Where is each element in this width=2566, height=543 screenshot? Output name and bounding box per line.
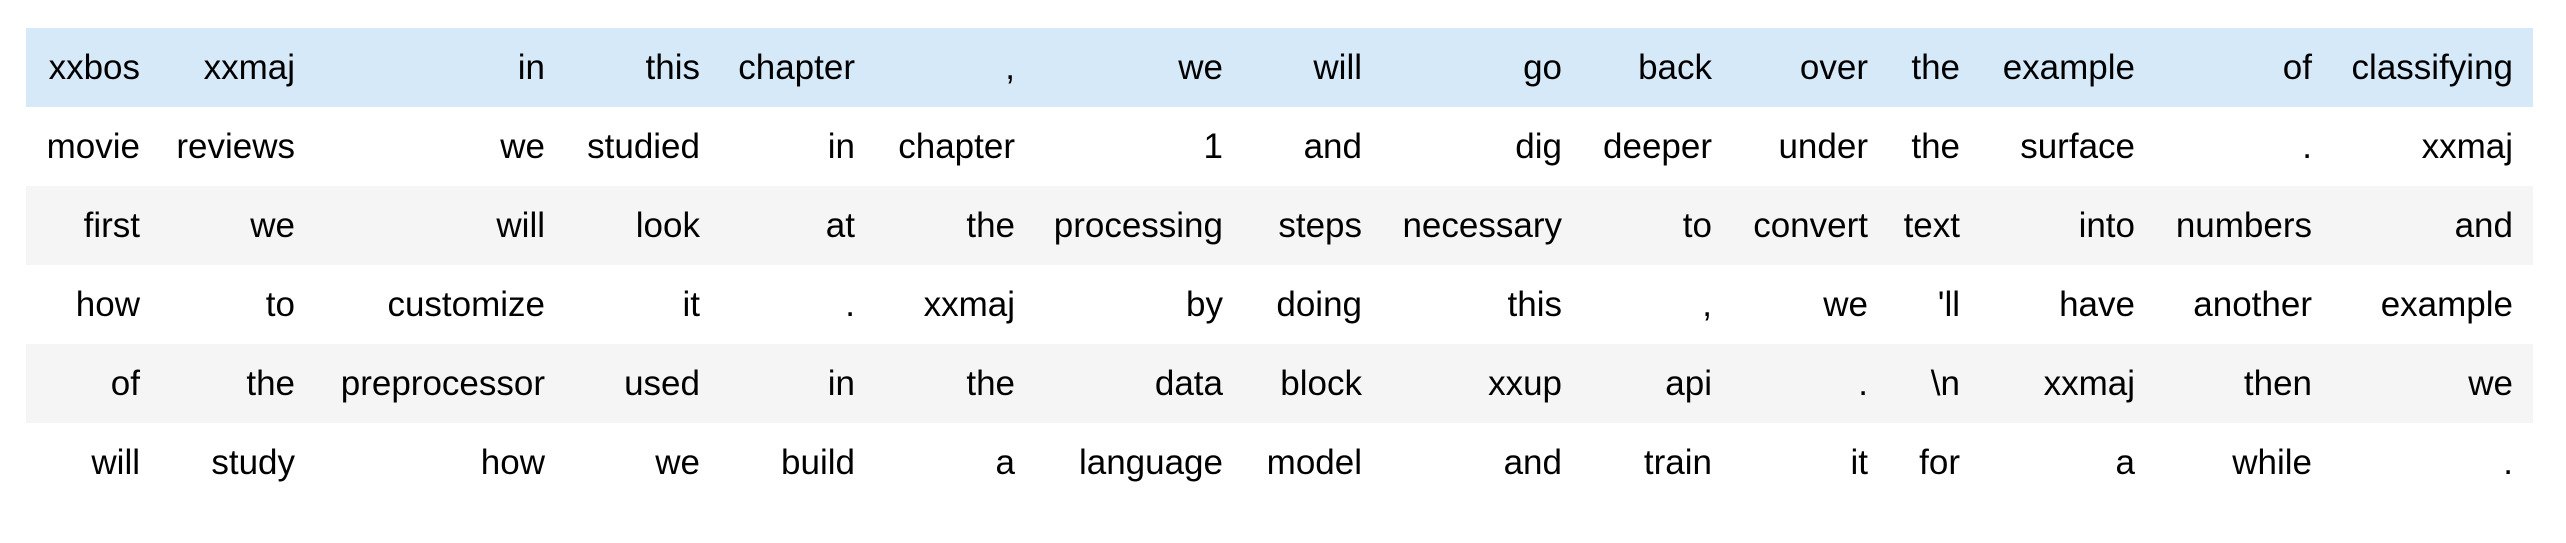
token-cell: how xyxy=(315,423,565,502)
token-cell: will xyxy=(26,423,160,502)
token-cell: text xyxy=(1888,186,1980,265)
token-cell: and xyxy=(2332,186,2533,265)
token-cell: language xyxy=(1035,423,1243,502)
token-cell: study xyxy=(160,423,315,502)
token-cell: and xyxy=(1243,107,1382,186)
token-cell: xxmaj xyxy=(875,265,1035,344)
token-cell: we xyxy=(160,186,315,265)
token-cell: doing xyxy=(1243,265,1382,344)
token-cell: \n xyxy=(1888,344,1980,423)
token-cell: chapter xyxy=(875,107,1035,186)
token-cell: deeper xyxy=(1582,107,1732,186)
token-cell: , xyxy=(1582,265,1732,344)
token-cell: and xyxy=(1382,423,1582,502)
token-cell: used xyxy=(565,344,720,423)
token-cell: another xyxy=(2155,265,2332,344)
token-cell: api xyxy=(1582,344,1732,423)
token-cell: into xyxy=(1980,186,2155,265)
token-cell: have xyxy=(1980,265,2155,344)
token-cell: a xyxy=(875,423,1035,502)
token-cell: xxup xyxy=(1382,344,1582,423)
token-cell: this xyxy=(565,28,720,107)
token-cell: . xyxy=(720,265,875,344)
token-cell: to xyxy=(160,265,315,344)
token-cell: for xyxy=(1888,423,1980,502)
token-cell: example xyxy=(1980,28,2155,107)
token-cell: we xyxy=(315,107,565,186)
token-cell: convert xyxy=(1732,186,1888,265)
token-cell: in xyxy=(720,107,875,186)
token-cell: 1 xyxy=(1035,107,1243,186)
token-cell: a xyxy=(1980,423,2155,502)
token-cell: studied xyxy=(565,107,720,186)
token-cell: movie xyxy=(26,107,160,186)
token-cell: xxbos xyxy=(26,28,160,107)
token-cell: train xyxy=(1582,423,1732,502)
token-cell: processing xyxy=(1035,186,1243,265)
token-cell: , xyxy=(875,28,1035,107)
token-cell: the xyxy=(1888,107,1980,186)
token-cell: go xyxy=(1382,28,1582,107)
token-cell: 'll xyxy=(1888,265,1980,344)
token-cell: surface xyxy=(1980,107,2155,186)
token-cell: under xyxy=(1732,107,1888,186)
token-cell: preprocessor xyxy=(315,344,565,423)
token-cell: of xyxy=(26,344,160,423)
token-cell: build xyxy=(720,423,875,502)
token-cell: xxmaj xyxy=(1980,344,2155,423)
token-cell: by xyxy=(1035,265,1243,344)
token-cell: we xyxy=(565,423,720,502)
token-cell: of xyxy=(2155,28,2332,107)
token-cell: necessary xyxy=(1382,186,1582,265)
token-cell: customize xyxy=(315,265,565,344)
token-cell: . xyxy=(2332,423,2533,502)
token-cell: it xyxy=(1732,423,1888,502)
token-cell: at xyxy=(720,186,875,265)
token-cell: we xyxy=(1035,28,1243,107)
token-cell: data xyxy=(1035,344,1243,423)
token-cell: the xyxy=(1888,28,1980,107)
token-cell: how xyxy=(26,265,160,344)
token-cell: this xyxy=(1382,265,1582,344)
token-cell: . xyxy=(2155,107,2332,186)
token-cell: numbers xyxy=(2155,186,2332,265)
token-cell: will xyxy=(1243,28,1382,107)
token-cell: in xyxy=(315,28,565,107)
token-cell: model xyxy=(1243,423,1382,502)
token-cell: back xyxy=(1582,28,1732,107)
token-cell: xxmaj xyxy=(160,28,315,107)
token-cell: example xyxy=(2332,265,2533,344)
token-cell: the xyxy=(160,344,315,423)
token-cell: over xyxy=(1732,28,1888,107)
token-cell: . xyxy=(1732,344,1888,423)
token-cell: dig xyxy=(1382,107,1582,186)
token-cell: while xyxy=(2155,423,2332,502)
token-cell: steps xyxy=(1243,186,1382,265)
token-cell: the xyxy=(875,344,1035,423)
token-cell: it xyxy=(565,265,720,344)
token-cell: we xyxy=(2332,344,2533,423)
token-cell: then xyxy=(2155,344,2332,423)
token-cell: reviews xyxy=(160,107,315,186)
token-cell: chapter xyxy=(720,28,875,107)
token-cell: the xyxy=(875,186,1035,265)
token-cell: look xyxy=(565,186,720,265)
token-cell: in xyxy=(720,344,875,423)
token-cell: to xyxy=(1582,186,1732,265)
token-cell: block xyxy=(1243,344,1382,423)
token-cell: first xyxy=(26,186,160,265)
token-cell: we xyxy=(1732,265,1888,344)
token-cell: classifying xyxy=(2332,28,2533,107)
token-cell: xxmaj xyxy=(2332,107,2533,186)
token-cell: will xyxy=(315,186,565,265)
